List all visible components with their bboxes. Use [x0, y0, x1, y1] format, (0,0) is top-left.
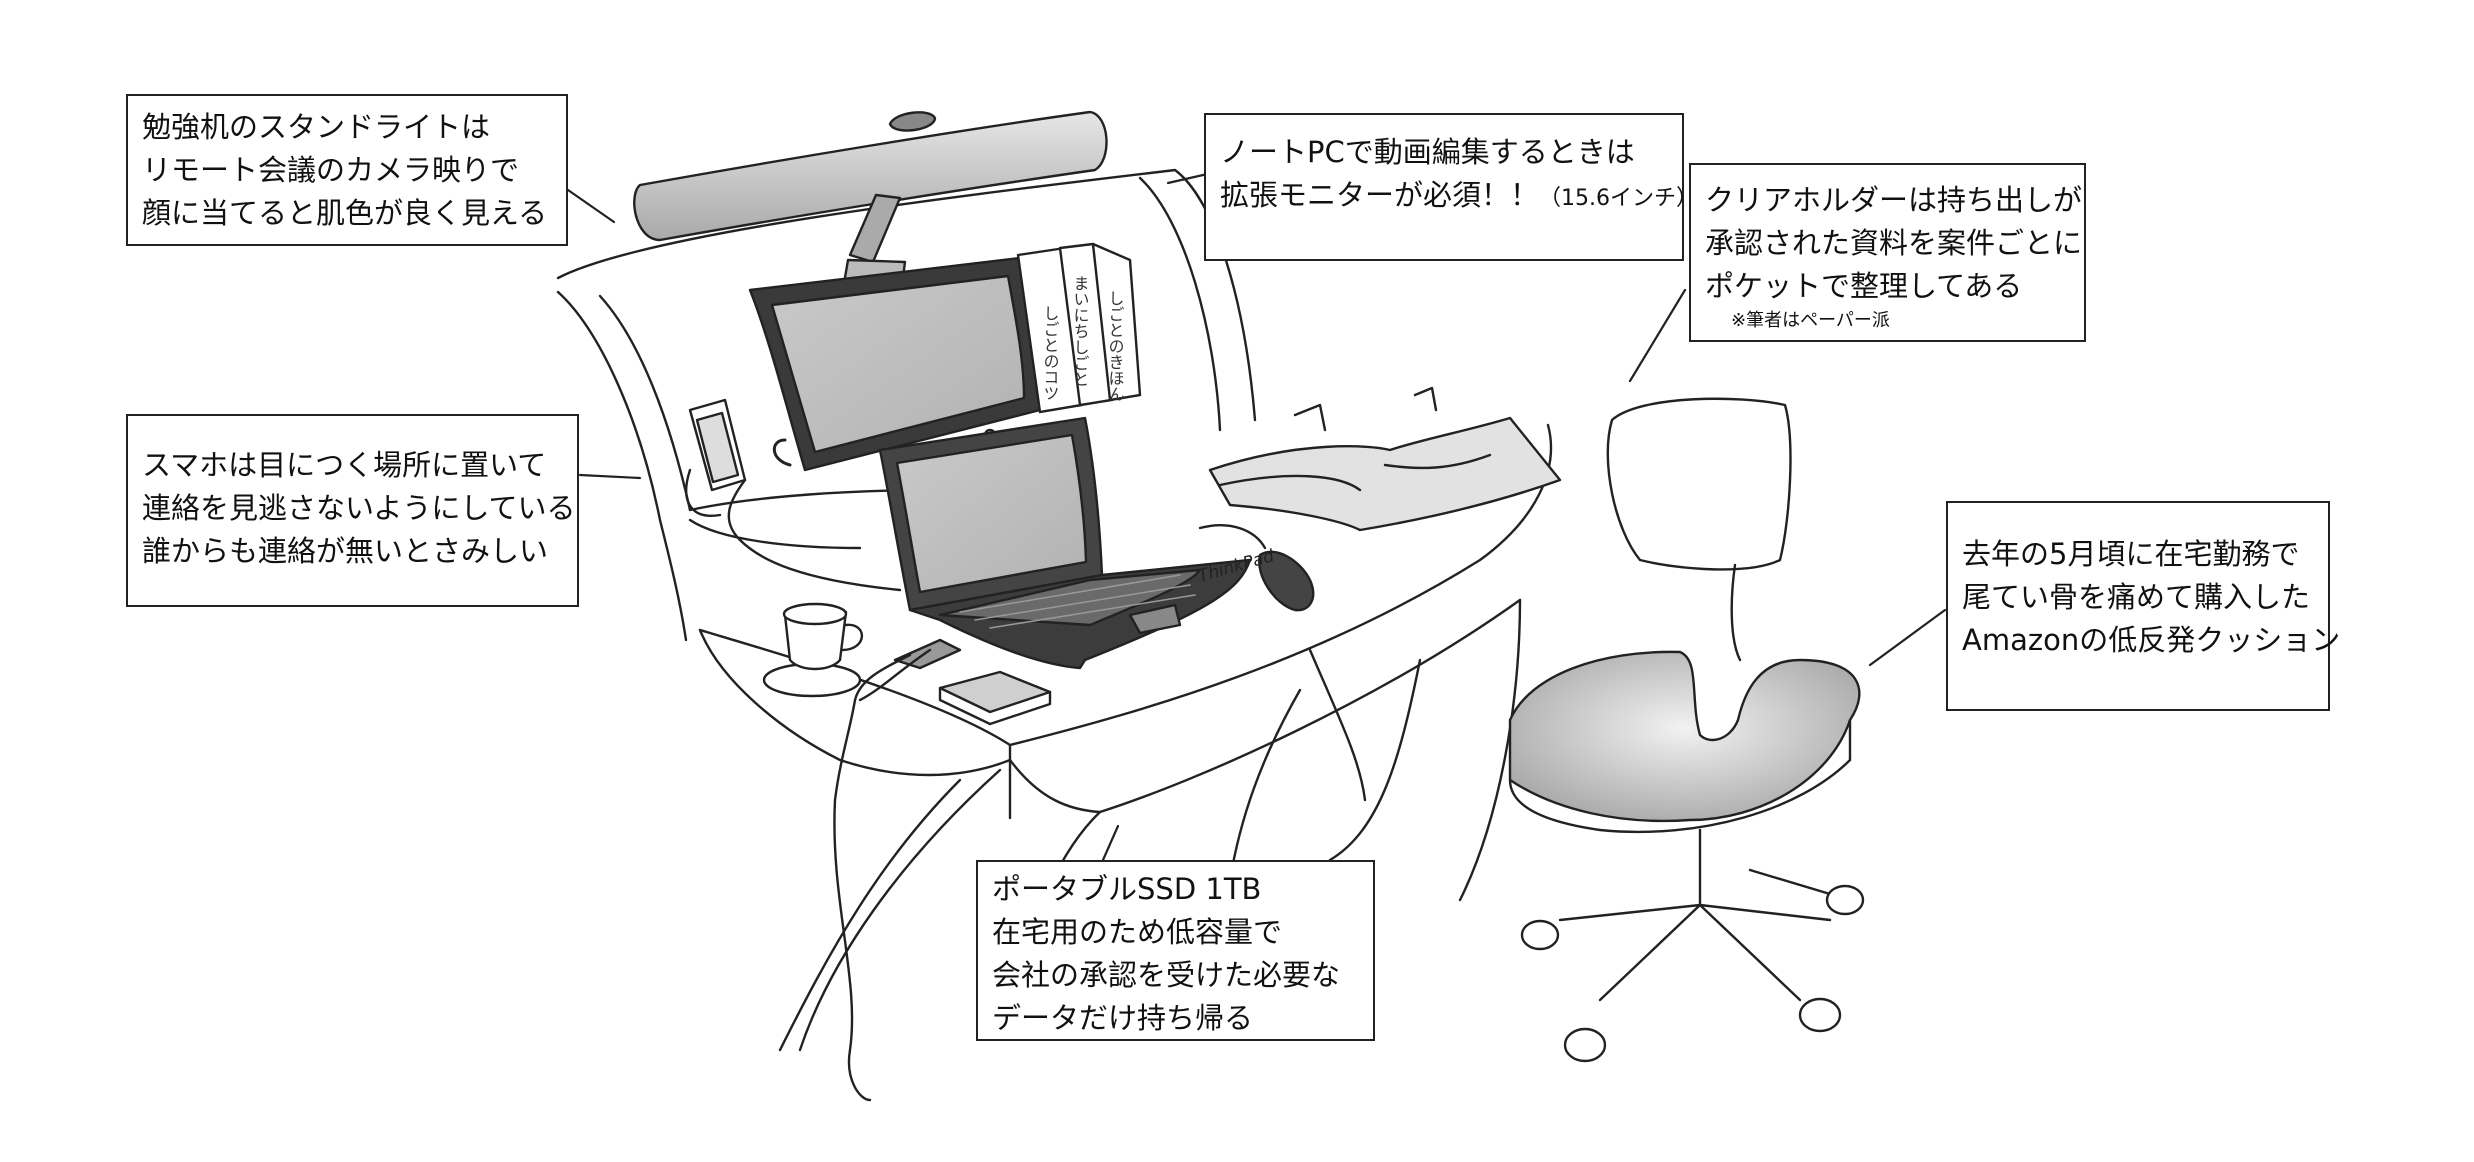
callout-cushion-line-3: Amazonの低反発クッション — [1962, 623, 2341, 657]
callout-monitor-line-1: ノートPCで動画編集するときは — [1220, 135, 1635, 169]
portable-ssd — [833, 638, 1052, 1102]
callout-smartphone: スマホは目につく場所に置いて 連絡を見逃さないようにしている 誰からも連絡が無い… — [126, 414, 579, 607]
callout-monitor-line-2-size: （15.6インチ） — [1539, 186, 1699, 211]
callout-study-light: 勉強机のスタンドライトは リモート会議のカメラ映りで 顔に当てると肌色が良く見え… — [126, 94, 568, 246]
callout-ssd-line-1: ポータブルSSD 1TB — [992, 872, 1262, 906]
callout-clear-folder: クリアホルダーは持ち出しが 承認された資料を案件ごとに ポケットで整理してある … — [1689, 163, 2086, 342]
desk-hutch — [556, 168, 1257, 642]
callout-ssd-line-2: 在宅用のため低容量で — [992, 915, 1283, 949]
callout-cushion-line-1: 去年の5月頃に在宅勤務で — [1962, 537, 2300, 571]
callout-portable-ssd: ポータブルSSD 1TB 在宅用のため低容量で 会社の承認を受けた必要な データ… — [976, 860, 1375, 1041]
coffee-cup — [762, 602, 863, 698]
callout-phone-line-2: 連絡を見逃さないようにしている — [142, 491, 576, 525]
callout-study-light-line-3: 顔に当てると肌色が良く見える — [142, 196, 548, 230]
callout-phone-line-3: 誰からも連絡が無いとさみしい — [142, 534, 549, 568]
books — [1016, 242, 1142, 414]
callout-ssd-line-4: データだけ持ち帰る — [992, 1001, 1254, 1035]
office-chair — [1508, 397, 1865, 1063]
callout-phone-line-1: スマホは目につく場所に置いて — [142, 448, 547, 482]
callout-ssd-line-3: 会社の承認を受けた必要な — [992, 958, 1341, 992]
book-spine-1: しごとのコツ — [1041, 305, 1060, 401]
callout-folder-note: ※筆者はペーパー派 — [1731, 310, 1890, 331]
callout-monitor-line-2: 拡張モニターが必須！！（15.6インチ） — [1220, 174, 1698, 220]
clear-folder — [1208, 386, 1562, 532]
keyboard-keys — [959, 574, 1196, 629]
callout-folder-line-2: 承認された資料を案件ごとに — [1705, 226, 2083, 260]
callout-cushion: 去年の5月頃に在宅勤務で 尾てい骨を痛めて購入した Amazonの低反発クッショ… — [1946, 501, 2341, 711]
book-spine-2: まいにちしごと — [1071, 275, 1090, 387]
callout-study-light-line-1: 勉強机のスタンドライトは — [142, 110, 491, 144]
callout-cushion-line-2: 尾てい骨を痛めて購入した — [1962, 580, 2311, 614]
monitor — [748, 256, 1042, 472]
book-spine-3: しごとのきほん — [1106, 290, 1125, 402]
callout-monitor-line-2-main: 拡張モニターが必須！！ — [1220, 178, 1540, 212]
callout-study-light-line-2: リモート会議のカメラ映りで — [142, 153, 520, 187]
callout-folder-line-3: ポケットで整理してある — [1705, 269, 2023, 303]
smartphone — [685, 398, 902, 592]
mouse — [1198, 524, 1315, 612]
callout-monitor: ノートPCで動画編集するときは 拡張モニターが必須！！（15.6インチ） — [1204, 113, 1698, 261]
laptop — [878, 416, 1252, 670]
book-spine-labels: しごとのコツ まいにちしごと しごとのきほん — [1041, 275, 1125, 402]
callout-folder-line-1: クリアホルダーは持ち出しが — [1705, 183, 2083, 217]
